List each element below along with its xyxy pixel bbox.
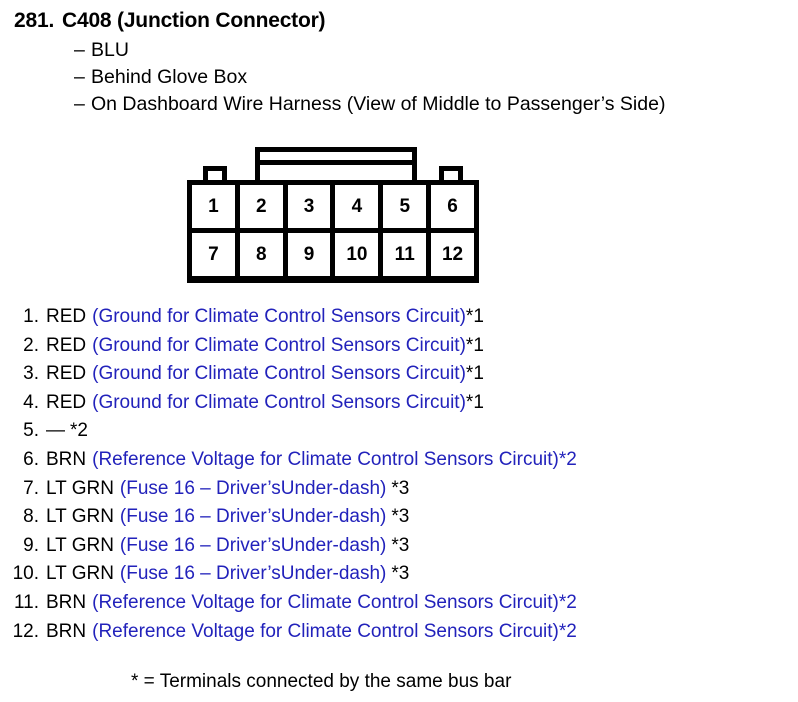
pin-busbar-note: *1: [465, 334, 484, 356]
pin-wire-color: LT GRN: [46, 477, 114, 499]
attribute-harness: – On Dashboard Wire Harness (View of Mid…: [74, 91, 798, 118]
pin-busbar-note: *3: [391, 534, 410, 556]
pin-wire-color: BRN: [46, 620, 87, 642]
attribute-color-text: BLU: [91, 39, 129, 61]
pin-busbar-note: *1: [465, 363, 484, 385]
pin-row: 11. BRN(Reference Voltage for Climate Con…: [0, 589, 798, 618]
attribute-location: – Behind Glove Box: [74, 64, 798, 91]
pin-number: 7.: [23, 477, 39, 499]
pin-assignment-list: 1.RED(Ground for Climate Control Sensors…: [0, 303, 798, 646]
pin-circuit-description: (Fuse 16 – Driver’sUnder-dash): [119, 563, 387, 585]
pin-number: 10.: [12, 563, 39, 585]
pin-row: 12. BRN(Reference Voltage for Climate Con…: [0, 618, 798, 647]
connector-header: 281. C408 (Junction Connector) – BLU – B…: [0, 0, 798, 118]
pin-number: 6.: [23, 448, 39, 470]
terminal-cell-3: 3: [288, 185, 336, 228]
bullet-dash-icon: –: [74, 39, 85, 61]
pin-wire-color: —: [46, 420, 65, 442]
terminal-cell-1: 1: [192, 185, 240, 228]
pin-number: 1.: [23, 306, 39, 327]
pin-number: 8.: [23, 506, 39, 528]
pin-busbar-note: *3: [391, 563, 410, 585]
pin-row: 6. BRN(Reference Voltage for Climate Cont…: [0, 446, 798, 475]
connector-row-bottom: 7 8 9 10 11 12: [192, 228, 474, 276]
pin-circuit-description: (Fuse 16 – Driver’sUnder-dash): [119, 534, 387, 556]
terminal-cell-8: 8: [240, 233, 288, 276]
pin-wire-color: LT GRN: [46, 534, 114, 556]
pin-busbar-note: *2: [70, 420, 88, 442]
terminal-cell-5: 5: [383, 185, 432, 228]
bullet-dash-icon: –: [74, 93, 85, 115]
attribute-location-text: Behind Glove Box: [91, 66, 248, 88]
terminal-cell-11: 11: [383, 233, 432, 276]
connector-index: 281.: [14, 9, 55, 32]
terminal-cell-2: 2: [240, 185, 288, 228]
pin-number: 2.: [23, 334, 39, 356]
terminal-cell-6: 6: [447, 195, 458, 217]
pin-number: 11.: [13, 591, 39, 613]
pin-wire-color: RED: [46, 363, 87, 385]
terminal-cell-7: 7: [192, 233, 240, 276]
connector-notch-left-icon: [203, 166, 227, 180]
pin-row: 2. RED(Ground for Climate Control Sensors…: [0, 332, 798, 361]
connector-latch-tab-icon: [255, 147, 417, 180]
pin-busbar-note: *3: [391, 506, 410, 528]
connector-name: C408 (Junction Connector): [62, 9, 326, 32]
footnote-bus-bar: * = Terminals connected by the same bus …: [131, 671, 512, 692]
pin-row: 3. RED(Ground for Climate Control Sensors…: [0, 360, 798, 389]
pin-row: 9. LT GRN(Fuse 16 – Driver’sUnder-dash)*3: [0, 532, 798, 561]
pin-wire-color: RED: [46, 334, 87, 356]
pin-circuit-description: (Reference Voltage for Climate Control S…: [92, 448, 559, 470]
pin-circuit-description: (Fuse 16 – Driver’sUnder-dash): [119, 506, 387, 528]
attribute-harness-text: On Dashboard Wire Harness (View of Middl…: [91, 93, 666, 115]
pin-row: 1. RED(Ground for Climate Control Sensors…: [0, 303, 798, 332]
pin-number: 12.: [12, 620, 39, 642]
pin-busbar-note: *1: [465, 306, 484, 327]
pin-wire-color: LT GRN: [46, 563, 114, 585]
connector-notch-right-icon: [439, 166, 463, 180]
pin-row: 8. LT GRN(Fuse 16 – Driver’sUnder-dash)*3: [0, 503, 798, 532]
pin-wire-color: BRN: [46, 448, 87, 470]
pin-circuit-description: (Ground for Climate Control Sensors Circ…: [92, 306, 466, 327]
pin-circuit-description: (Ground for Climate Control Sensors Circ…: [92, 334, 466, 356]
page-title: 281. C408 (Junction Connector): [0, 0, 798, 33]
pin-circuit-description: (Fuse 16 – Driver’sUnder-dash): [119, 477, 387, 499]
pin-wire-color: RED: [46, 391, 87, 413]
attribute-color: – BLU: [74, 37, 798, 64]
bullet-dash-icon: –: [74, 66, 85, 88]
pin-row: 4. RED(Ground for Climate Control Sensors…: [0, 389, 798, 418]
terminal-cell-12: 12: [441, 243, 464, 265]
pin-wire-color: RED: [46, 306, 87, 327]
connector-top-features: [187, 147, 479, 180]
connector-latch-tab-line: [260, 160, 412, 165]
pin-row: 10. LT GRN(Fuse 16 – Driver’sUnder-dash)*…: [0, 560, 798, 589]
pin-circuit-description: (Ground for Climate Control Sensors Circ…: [92, 363, 466, 385]
pin-row: 7. LT GRN(Fuse 16 – Driver’sUnder-dash)*3: [0, 475, 798, 504]
connector-housing: 1 2 3 4 5 6 7 8 9 10 11 12: [187, 180, 479, 283]
pin-wire-color: LT GRN: [46, 506, 114, 528]
pin-row: 5. —*2: [0, 417, 798, 446]
pin-wire-color: BRN: [46, 591, 87, 613]
terminal-cell-4: 4: [335, 185, 384, 228]
pin-circuit-description: (Ground for Climate Control Sensors Circ…: [92, 391, 466, 413]
connector-attributes: – BLU – Behind Glove Box – On Dashboard …: [0, 37, 798, 118]
pin-circuit-description: (Reference Voltage for Climate Control S…: [92, 591, 559, 613]
pin-number: 9.: [23, 534, 39, 556]
connector-row-top: 1 2 3 4 5 6: [192, 185, 474, 228]
pin-number: 5.: [23, 420, 39, 442]
terminal-cell-10: 10: [335, 233, 384, 276]
pin-number: 4.: [23, 391, 39, 413]
pin-circuit-description: (Reference Voltage for Climate Control S…: [92, 620, 559, 642]
terminal-cell-9: 9: [288, 233, 336, 276]
pin-busbar-note: *3: [391, 477, 410, 499]
pin-busbar-note: *1: [465, 391, 484, 413]
pin-busbar-note: *2: [558, 620, 577, 642]
connector-diagram: 1 2 3 4 5 6 7 8 9 10 11 12: [187, 147, 479, 283]
pin-busbar-note: *2: [558, 591, 577, 613]
pin-number: 3.: [23, 363, 39, 385]
pin-busbar-note: *2: [558, 448, 577, 470]
